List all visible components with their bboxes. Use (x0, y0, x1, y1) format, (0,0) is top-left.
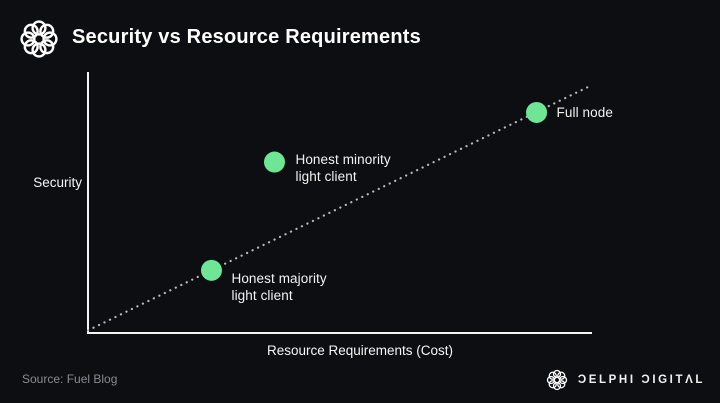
source-note: Source: Fuel Blog (22, 372, 118, 386)
x-axis-label: Resource Requirements (Cost) (266, 343, 454, 358)
data-point-honest-majority-light-client (200, 259, 222, 281)
brand-wordmark: ƆELPHI ƆIGITΛL (577, 374, 705, 386)
data-point-full-node (526, 101, 548, 123)
page-title: Security vs Resource Requirements (72, 26, 421, 48)
brand-lockup: ƆELPHI ƆIGITΛL (545, 367, 705, 393)
data-point-honest-minority-light-client (263, 151, 285, 173)
delphi-knot-logo-icon-small (545, 368, 569, 392)
y-axis-label: Security (33, 175, 82, 190)
trend-dotted-line (86, 83, 594, 332)
